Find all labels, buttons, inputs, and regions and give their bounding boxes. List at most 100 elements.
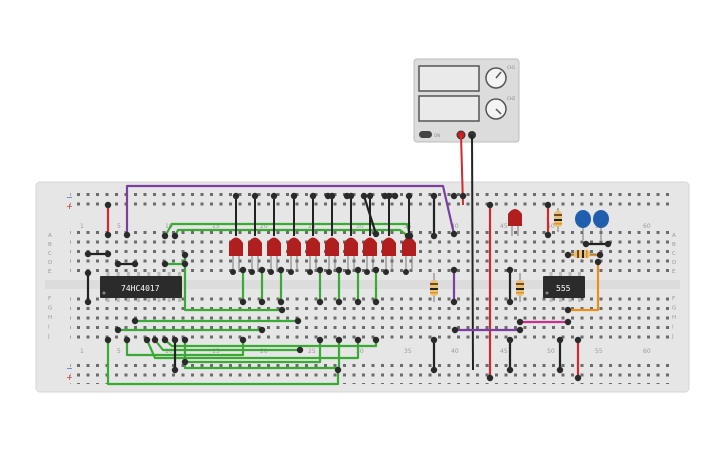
- ic-pin: [137, 272, 141, 277]
- resistor-4[interactable]: [568, 250, 596, 258]
- power-supply[interactable]: CH1 CH2 ON: [413, 58, 520, 143]
- column-number: 55: [595, 348, 603, 355]
- wire-end: [249, 269, 255, 275]
- jumper-wire[interactable]: [566, 260, 600, 312]
- wire-end: [343, 192, 351, 200]
- resistor-3[interactable]: [554, 208, 562, 232]
- wire-end: [258, 298, 266, 306]
- jumper-wire[interactable]: [125, 184, 456, 237]
- wire-end: [277, 266, 285, 274]
- led[interactable]: [306, 237, 320, 257]
- ic-pin: [126, 297, 130, 302]
- ic-pin: [137, 297, 141, 302]
- wire-end: [372, 298, 380, 306]
- ic-pin: [549, 272, 553, 277]
- timer-ic[interactable]: 555: [543, 272, 585, 302]
- wire-end: [459, 192, 467, 200]
- ic-pin: [167, 297, 171, 302]
- led[interactable]: [363, 237, 377, 257]
- power-switch-label: ON: [434, 133, 440, 138]
- row-letter: A: [48, 233, 52, 239]
- led[interactable]: [287, 237, 301, 257]
- wire-end: [574, 336, 582, 344]
- wire-end: [268, 269, 274, 275]
- wire-end: [354, 266, 362, 274]
- column-number: 45: [500, 348, 508, 355]
- capacitor-2[interactable]: [593, 210, 609, 240]
- led[interactable]: [344, 237, 358, 257]
- jumper-wire[interactable]: [173, 228, 410, 238]
- wire-end: [360, 192, 368, 200]
- ic-pin: [578, 297, 581, 302]
- wire-end: [345, 269, 351, 275]
- wire-end: [324, 192, 332, 200]
- wire-end: [309, 192, 317, 200]
- resistor-1[interactable]: [430, 273, 438, 302]
- row-letter: C: [672, 251, 676, 257]
- wire-end: [354, 336, 362, 344]
- column-number: 1: [80, 348, 84, 355]
- wire-end: [171, 366, 179, 374]
- knob-bottom-label: CH2: [507, 96, 516, 101]
- wire-end: [564, 251, 572, 259]
- capacitor-1[interactable]: [575, 210, 591, 240]
- ic-pin: [578, 272, 581, 277]
- jumper-wire[interactable]: [145, 338, 360, 360]
- wire-end: [544, 231, 552, 239]
- wire-end: [181, 358, 189, 366]
- jumper-wire[interactable]: [183, 338, 341, 370]
- ic-pin: [559, 272, 562, 277]
- wire-end: [596, 251, 604, 259]
- jumper-wire[interactable]: [183, 253, 284, 312]
- center-channel: [45, 280, 680, 289]
- row-letter: E: [48, 269, 52, 275]
- column-number: 15: [212, 223, 220, 230]
- counter-ic[interactable]: 74HC4017: [100, 272, 182, 302]
- wire-end: [326, 269, 332, 275]
- led[interactable]: [267, 237, 281, 257]
- column-number: 20: [260, 223, 268, 230]
- wire-end: [123, 231, 131, 239]
- wire-end: [230, 269, 236, 275]
- wire-end: [516, 326, 524, 334]
- wire-end: [290, 192, 298, 200]
- power-switch[interactable]: [419, 131, 432, 138]
- column-number: 5: [117, 348, 121, 355]
- display-bottom: [418, 95, 480, 122]
- wire-end: [516, 318, 524, 326]
- led[interactable]: [248, 237, 262, 257]
- wire-end: [181, 260, 189, 268]
- column-number: 40: [451, 223, 459, 230]
- wire-end: [403, 269, 409, 275]
- led[interactable]: [325, 237, 339, 257]
- column-number: 20: [260, 348, 268, 355]
- column-number: 50: [547, 223, 555, 230]
- ic-pin: [157, 297, 161, 302]
- jumper-wire[interactable]: [183, 338, 322, 364]
- column-number: 1: [80, 223, 84, 230]
- wire-end: [430, 192, 438, 200]
- wire-end: [316, 298, 324, 306]
- wire-end: [278, 306, 286, 314]
- ic-pin: [126, 272, 130, 277]
- wire-end: [251, 192, 259, 200]
- led[interactable]: [402, 237, 416, 257]
- jumper-wire[interactable]: [106, 338, 340, 386]
- led[interactable]: [382, 237, 396, 257]
- indicator-led[interactable]: [508, 209, 522, 236]
- wire-end: [258, 266, 266, 274]
- column-number: 60: [643, 223, 651, 230]
- wire-end: [450, 192, 458, 200]
- wire-end: [316, 266, 324, 274]
- jumper-wire[interactable]: [153, 338, 302, 352]
- wire-end: [239, 266, 247, 274]
- wire-end: [239, 298, 247, 306]
- row-letter: I: [672, 325, 674, 331]
- resistor-2[interactable]: [516, 273, 524, 302]
- wire-end: [604, 240, 612, 248]
- wire-end: [564, 306, 572, 314]
- wire-end: [556, 366, 564, 374]
- column-number: 25: [308, 223, 316, 230]
- led[interactable]: [229, 237, 243, 257]
- wire-end: [506, 336, 514, 344]
